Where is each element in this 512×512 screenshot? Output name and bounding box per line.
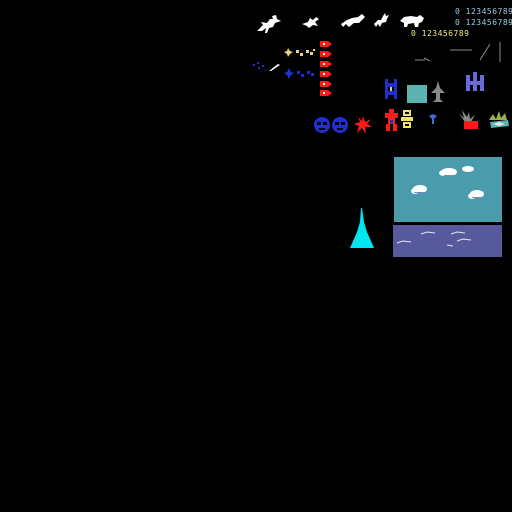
gray-jet-icon <box>431 81 445 102</box>
turtle-splash-icon <box>489 111 509 128</box>
red-burst-icon <box>354 116 372 134</box>
white-streak-icon <box>269 64 280 71</box>
blue-star-pickups-icon <box>284 68 314 79</box>
yellow-star-pickups-icon <box>284 48 315 57</box>
digit-strip-top: 0 123456789 <box>455 7 512 16</box>
gray-lines-icon <box>415 42 501 62</box>
yellow-robot-icon <box>401 110 413 128</box>
digit-strip-middle: 0 123456789 <box>455 18 512 27</box>
sky-clouds-panel <box>394 157 502 222</box>
running-horse-rider-icon <box>257 15 281 33</box>
bear-icon <box>400 15 424 27</box>
blue-faces-icon <box>314 117 348 133</box>
purple-castle-icon <box>466 72 484 91</box>
charging-beast-icon <box>341 14 365 27</box>
teal-square-tile <box>407 85 427 103</box>
digit-strip-yellow: 0 123456789 <box>411 29 470 38</box>
red-robot-icon <box>385 109 398 131</box>
tiny-blue-sparks-icon <box>253 62 264 69</box>
blue-gear-icon <box>385 79 397 99</box>
gray-spider-red-icon <box>459 110 478 129</box>
leaping-deer-icon <box>374 13 389 27</box>
blue-marker-icon <box>429 114 437 124</box>
red-segment-stack-icon <box>320 41 332 96</box>
cyan-spire-icon <box>350 208 374 248</box>
small-bird-icon <box>302 17 319 28</box>
sea-waves-panel <box>393 225 502 257</box>
